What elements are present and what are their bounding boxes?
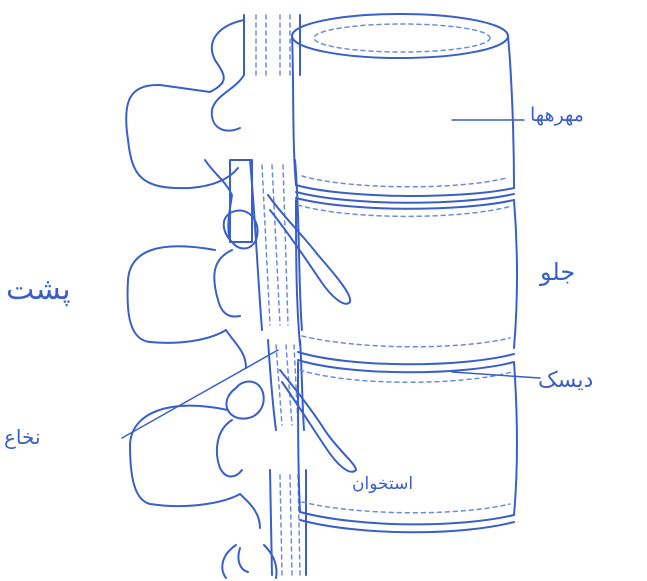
vertebra-body-2 [296,200,517,348]
leader-lines [122,120,540,438]
vertebra-body-3 [298,362,517,532]
label-bone: استخوان [352,474,413,494]
label-front: جلو [540,258,575,286]
label-disc: دیسک [538,368,593,393]
disc-2 [298,352,514,372]
label-spinal-cord: نخاع [4,425,41,449]
leader-disc [452,372,540,378]
label-vertebrae: مهرهها [530,104,584,126]
leader-spinal-cord [122,350,278,438]
vertebra-body-1 [292,14,514,196]
disc-1 [296,192,514,209]
label-back: پشت [6,272,71,307]
posterior-processes [126,20,356,578]
